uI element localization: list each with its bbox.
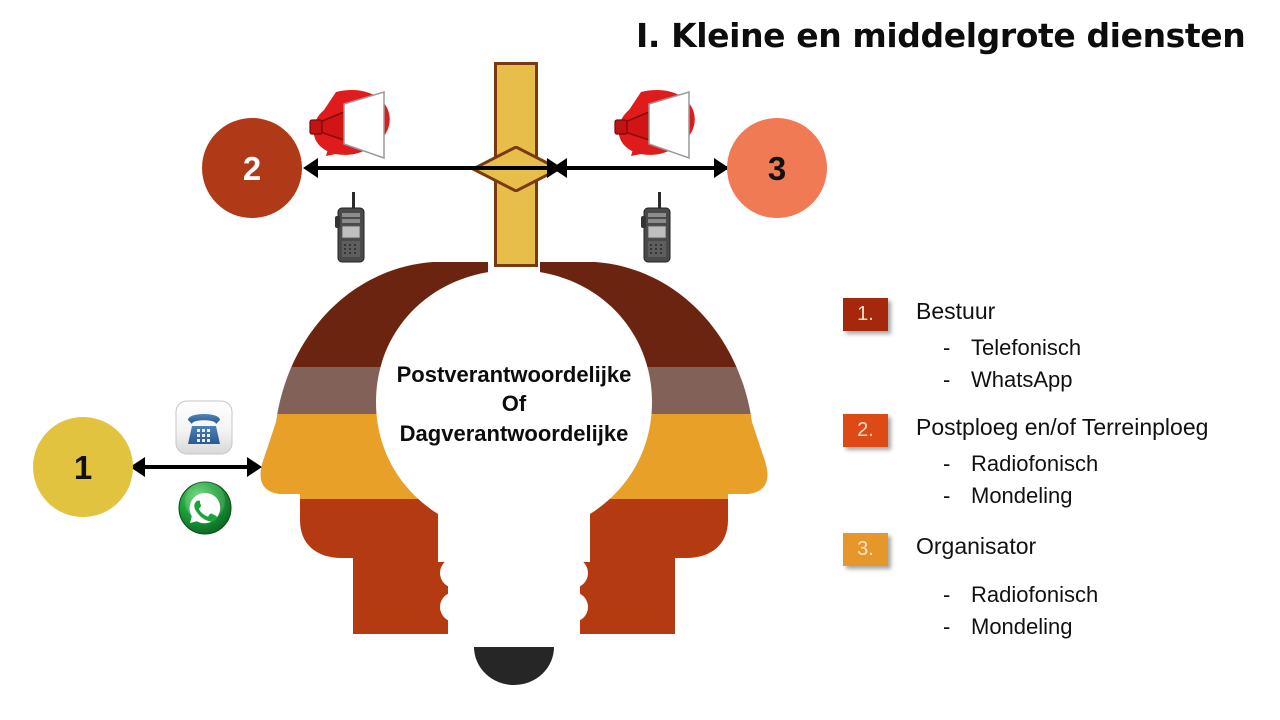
legend-badge-3: 3. bbox=[843, 533, 888, 566]
arrow-line-node2-center bbox=[318, 166, 560, 170]
arrow-line-node1-head bbox=[137, 465, 259, 469]
legend-panel: 1. Bestuur - Telefonisch - WhatsApp 2. bbox=[843, 298, 1263, 640]
legend-dash: - bbox=[943, 367, 951, 392]
node-circle-1-label: 1 bbox=[73, 448, 93, 486]
legend-subitem-text: Telefonisch bbox=[971, 335, 1082, 360]
lightbulb-shape bbox=[376, 270, 652, 685]
center-role-line-3: Dagverantwoordelijke bbox=[399, 420, 629, 446]
legend-title-3: Organisator bbox=[916, 533, 1037, 559]
legend-subitem: - Radiofonisch bbox=[943, 451, 1263, 477]
legend-subitem: - Radiofonisch bbox=[943, 582, 1263, 608]
whatsapp-icon bbox=[178, 481, 232, 535]
telephone-icon bbox=[175, 400, 233, 455]
legend-subitem-text: Mondeling bbox=[971, 483, 1073, 508]
legend-subitem: - Mondeling bbox=[943, 483, 1263, 509]
node-circle-2[interactable]: 2 bbox=[202, 118, 302, 218]
legend-subitem-text: Mondeling bbox=[971, 614, 1073, 639]
node-circle-1[interactable]: 1 bbox=[33, 417, 133, 517]
node-circle-3[interactable]: 3 bbox=[727, 118, 827, 218]
node-circle-3-label: 3 bbox=[767, 149, 787, 187]
legend-dash: - bbox=[943, 335, 951, 360]
legend-badge-2: 2. bbox=[843, 414, 888, 447]
legend-dash: - bbox=[943, 614, 951, 639]
legend-subitem-text: WhatsApp bbox=[971, 367, 1073, 392]
center-role-line-2: Of bbox=[501, 391, 527, 417]
legend-item-2: 2. Postploeg en/of Terreinploeg - Radiof… bbox=[843, 414, 1263, 509]
legend-badge-1-number: 1. bbox=[857, 303, 874, 325]
node-circle-2-label: 2 bbox=[242, 149, 262, 187]
legend-subitem: - Mondeling bbox=[943, 614, 1263, 640]
page-title: I. Kleine en middelgrote diensten bbox=[636, 16, 1246, 55]
arrowhead-right-node3 bbox=[714, 158, 729, 178]
two-heads-lightbulb-graphic bbox=[260, 262, 768, 685]
legend-title-1: Bestuur bbox=[916, 298, 996, 324]
legend-subitem: - Telefonisch bbox=[943, 335, 1263, 361]
center-role-line-1: Postverantwoordelijke bbox=[396, 362, 632, 387]
arrow-line-center-node3 bbox=[560, 166, 727, 170]
legend-title-2: Postploeg en/of Terreinploeg bbox=[916, 414, 1209, 440]
legend-badge-2-number: 2. bbox=[857, 419, 874, 441]
center-role-text: Postverantwoordelijke Of Dagverantwoorde… bbox=[374, 360, 654, 448]
legend-subitem-text: Radiofonisch bbox=[971, 582, 1099, 607]
arrowhead-left-node2 bbox=[303, 158, 318, 178]
legend-dash: - bbox=[943, 582, 951, 607]
legend-item-1: 1. Bestuur - Telefonisch - WhatsApp bbox=[843, 298, 1263, 393]
legend-dash: - bbox=[943, 483, 951, 508]
legend-subitem-text: Radiofonisch bbox=[971, 451, 1099, 476]
legend-badge-3-number: 3. bbox=[857, 538, 874, 560]
bulb-base-tip bbox=[474, 647, 554, 685]
legend-dash: - bbox=[943, 451, 951, 476]
legend-badge-1: 1. bbox=[843, 298, 888, 331]
walkie-talkie-icon bbox=[335, 192, 365, 263]
megaphone-icon bbox=[309, 90, 390, 160]
legend-subitem: - WhatsApp bbox=[943, 367, 1263, 393]
walkie-talkie-icon bbox=[641, 192, 671, 263]
megaphone-icon bbox=[614, 90, 695, 160]
arrowhead-left-node1 bbox=[130, 457, 145, 477]
arrowhead-left-node3 bbox=[552, 158, 567, 178]
legend-item-3: 3. Organisator - Radiofonisch - Mondelin… bbox=[843, 533, 1263, 640]
arrowhead-right-node1 bbox=[247, 457, 262, 477]
